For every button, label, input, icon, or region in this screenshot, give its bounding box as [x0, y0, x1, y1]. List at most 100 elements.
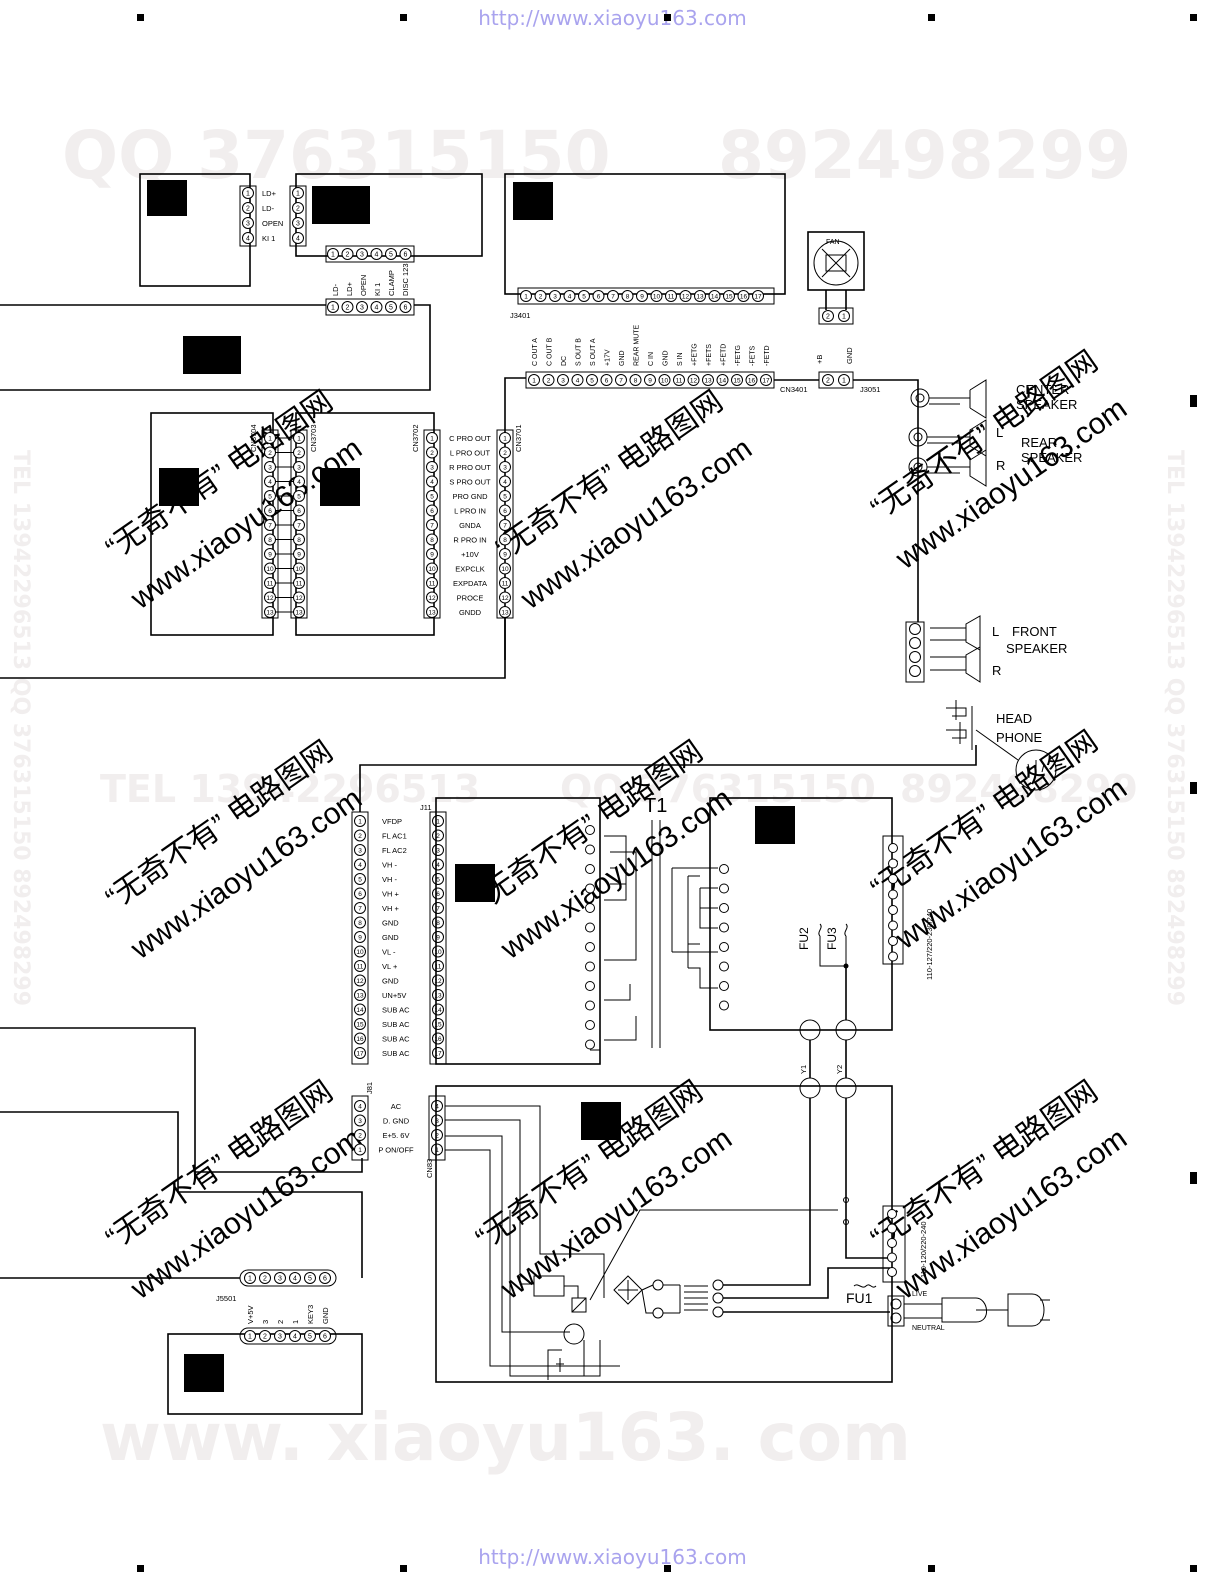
- pickup-pin: [242, 202, 254, 214]
- cn3704-pin-number: 7: [268, 522, 272, 529]
- cn3702-label: GNDD: [459, 608, 482, 617]
- cn3703-pin-number: 1: [297, 435, 301, 442]
- cn3401-bottom-pin-number: 2: [547, 377, 551, 384]
- cn83-pin: [431, 1129, 443, 1141]
- j11-left-pin-number: 2: [358, 833, 362, 840]
- pickup-pin-number: 3: [246, 221, 250, 228]
- cn3702-pin: [426, 475, 438, 488]
- j11-left-pin-number: 17: [356, 1050, 364, 1057]
- pickup-pin-number: 4: [246, 236, 250, 243]
- cn3704-pin-number: 1: [268, 435, 272, 442]
- cn3702-pin-number: 13: [428, 609, 436, 616]
- cn3702-pin-number: 3: [430, 464, 434, 471]
- cn3702-label: L PRO IN: [454, 507, 486, 516]
- fu3-label: FU3: [825, 927, 839, 950]
- j81-label: E+5. 6V: [383, 1131, 410, 1140]
- key-pin: [244, 1330, 256, 1342]
- cn3401-bottom-pin-number: 1: [532, 377, 536, 384]
- t1-secondary-tap: [719, 961, 729, 972]
- voltage-top-pin: [888, 889, 898, 900]
- fan-bottom-pin-number: 1: [842, 378, 846, 385]
- cn3401-top-pin-number: 3: [553, 293, 557, 300]
- j11-right-pin-number: 10: [434, 949, 442, 956]
- cn3704-pin-number: 13: [266, 609, 274, 616]
- main-board-block: [183, 336, 241, 374]
- fu1-label: FU1: [846, 1290, 873, 1306]
- t1-primary-tap: [585, 1039, 595, 1050]
- key-pin-number: 1: [248, 1334, 252, 1341]
- cn3401-top-pin: [520, 290, 532, 302]
- j11-right-pin-number: 14: [434, 1007, 442, 1014]
- cn3702-pin: [426, 533, 438, 546]
- loader-left-pin-number: 1: [296, 191, 300, 198]
- cn3401-bottom-pin-number: 12: [690, 377, 698, 384]
- cn3401-bottom-pin: [760, 374, 772, 386]
- j81-left-pin-number: 1: [358, 1147, 362, 1154]
- j5501-pin-number: 2: [263, 1276, 267, 1283]
- y-connectors: Y1 Y2: [799, 966, 857, 1099]
- cn3401-bottom-pin-number: 4: [576, 377, 580, 384]
- j11-left-pin-number: 15: [356, 1021, 364, 1028]
- j81-left-pin-number: 2: [358, 1132, 362, 1139]
- loader-row-pin: [327, 301, 339, 313]
- j11-right-pin-number: 5: [436, 876, 440, 883]
- headphone-jack: HEAD PHONE: [946, 700, 1057, 791]
- key-pin-number: 6: [323, 1334, 327, 1341]
- cn3401-bottom-pin: [716, 374, 729, 386]
- j11-label: FL AC1: [382, 832, 407, 841]
- cn3704-pin-number: 4: [268, 479, 272, 486]
- loader-label: KI 1: [373, 283, 382, 296]
- cn3401-bottom-pin: [571, 374, 584, 386]
- cn3701-pin: [499, 577, 511, 589]
- cn3702-pin: [426, 446, 438, 459]
- cn3401-bottom-pin-number: 17: [762, 377, 770, 384]
- cn3701-pin: [499, 548, 511, 560]
- cn3702-ref: CN3702: [411, 424, 420, 452]
- j5501-pin: [289, 1272, 301, 1284]
- loader-left-pin: [292, 202, 304, 214]
- j11-right-pin-number: 4: [436, 862, 440, 869]
- headphone-label: PHONE: [996, 730, 1043, 745]
- watermark-qq-top-right: 892498299: [718, 117, 1131, 194]
- cn3701-pin: [499, 461, 511, 473]
- loader-row-pin-number: 2: [346, 305, 350, 312]
- j81-left-pin: [354, 1100, 366, 1112]
- cn3401-top-pin-number: 1: [524, 293, 528, 300]
- j5501-pin-number: 6: [323, 1276, 327, 1283]
- j11-label: SUB AC: [382, 1006, 410, 1015]
- j5501-pin: [259, 1272, 271, 1284]
- j11-right-pin-number: 7: [436, 905, 440, 912]
- j11-left-pin-number: 6: [358, 891, 362, 898]
- cn3401-bottom-pin: [731, 374, 743, 386]
- cn3401-top-pin-number: 8: [626, 293, 630, 300]
- cn3401-bottom-pin: [658, 374, 671, 386]
- cn3702-pin-number: 6: [430, 508, 434, 515]
- cn3701-pin-number: 13: [501, 609, 509, 616]
- cn3702-label: +10V: [461, 550, 479, 559]
- loader-bottom-pin: [399, 248, 412, 260]
- cn3401-top-pin-number: 9: [640, 293, 644, 300]
- front-speaker-label: FRONT: [1012, 624, 1057, 639]
- registration-marks: [137, 14, 1197, 1572]
- j11-label: VH -: [382, 875, 398, 884]
- cn3702-pin: [426, 461, 438, 473]
- cn3704-pin-number: 3: [268, 464, 272, 471]
- cn3401-bottom-pin-number: 3: [561, 377, 565, 384]
- cn3704-pin-number: 11: [267, 580, 274, 587]
- voltage-bottom-pin: [887, 1209, 897, 1219]
- cn3702-label: EXPCLK: [455, 565, 485, 574]
- j11-right-pin-number: 15: [434, 1021, 442, 1028]
- cn3401-top-pin: [534, 290, 547, 302]
- cn3401-top-pin-number: 4: [568, 293, 572, 300]
- y2-label: Y2: [835, 1065, 844, 1074]
- cn3702-label: PROCE: [457, 594, 484, 603]
- cn3401-top-pin: [592, 290, 605, 302]
- cn3702-pin-number: 2: [430, 450, 434, 457]
- cn3703-pin-number: 4: [297, 479, 301, 486]
- cn3401-bottom-pin-number: 9: [648, 377, 652, 384]
- key-pin-number: 3: [278, 1334, 282, 1341]
- j11-left-pin: [354, 902, 366, 914]
